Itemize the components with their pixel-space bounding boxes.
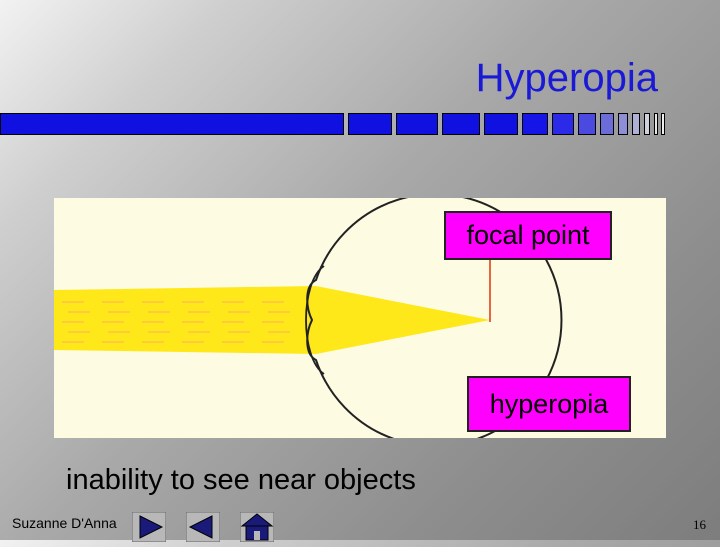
previous-slide-button[interactable] (186, 512, 220, 542)
title-underline-bar (0, 113, 665, 135)
bar-segment (632, 113, 640, 135)
bar-segment (552, 113, 574, 135)
bar-segment (348, 113, 392, 135)
play-forward-icon (132, 512, 166, 542)
author-name: Suzanne D'Anna (12, 515, 117, 531)
hyperopia-label: hyperopia (467, 376, 631, 432)
slide-caption: inability to see near objects (66, 464, 416, 497)
home-slide-button[interactable] (240, 512, 274, 542)
play-back-icon (186, 512, 220, 542)
bar-segment (396, 113, 438, 135)
light-beam (54, 286, 490, 354)
next-slide-button[interactable] (132, 512, 166, 542)
bar-segment (578, 113, 596, 135)
bar-segment (654, 113, 658, 135)
bar-segment (442, 113, 480, 135)
bar-segment (522, 113, 548, 135)
bar-segment (0, 113, 344, 135)
home-icon (240, 512, 274, 542)
slide-title: Hyperopia (476, 56, 658, 101)
bar-segment (661, 113, 665, 135)
focal-point-label: focal point (444, 211, 612, 260)
bar-segment (644, 113, 650, 135)
bar-segment (600, 113, 614, 135)
page-number: 16 (693, 517, 706, 533)
bar-segment (484, 113, 518, 135)
bar-segment (618, 113, 628, 135)
